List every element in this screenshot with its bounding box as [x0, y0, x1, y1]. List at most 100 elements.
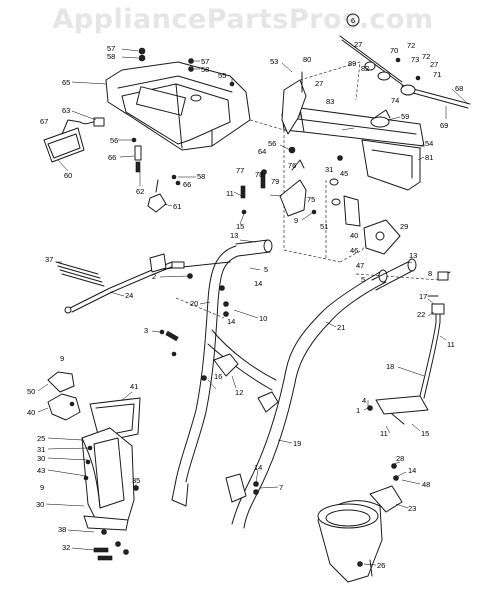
- callout-9: 9: [60, 354, 64, 363]
- control-cables: [55, 253, 231, 314]
- callout-77: 77: [236, 166, 244, 175]
- headlight: [43, 119, 85, 163]
- callout-89: 89: [348, 59, 356, 68]
- callout-56: 56: [268, 139, 276, 148]
- callout-5: 5: [361, 275, 365, 284]
- discharge-chute: [81, 427, 135, 531]
- callout-18: 18: [386, 362, 394, 371]
- callout-37: 37: [45, 255, 53, 264]
- callout-15: 15: [236, 222, 244, 231]
- callout-83: 83: [326, 97, 334, 106]
- callout-2: 2: [152, 272, 156, 281]
- callout-11: 11: [447, 340, 455, 349]
- callout-28: 28: [396, 454, 404, 463]
- callout-labels: 57 58 57 58 55 65 63 67 56 66 60 62 58 6…: [27, 16, 463, 570]
- lower-handle-left: [175, 239, 273, 483]
- control-panel-frame: [281, 71, 425, 191]
- callout-24: 24: [125, 291, 133, 300]
- callout-29: 29: [400, 222, 408, 231]
- callout-20: 20: [190, 299, 198, 308]
- callout-40: 40: [350, 231, 358, 240]
- callout-53: 53: [270, 57, 278, 66]
- callout-31: 31: [37, 445, 45, 454]
- callout-16: 16: [214, 372, 222, 381]
- chute-base: [317, 485, 403, 583]
- callout-11: 11: [380, 429, 388, 438]
- upper-handle-right: [371, 258, 451, 297]
- callout-8: 8: [428, 269, 432, 278]
- callout-75: 75: [307, 195, 315, 204]
- callout-55: 55: [218, 71, 226, 80]
- callout-68: 68: [455, 84, 463, 93]
- callout-27: 27: [315, 79, 323, 88]
- callout-66: 66: [183, 180, 191, 189]
- callout-51: 51: [320, 222, 328, 231]
- callout-57: 57: [201, 57, 209, 66]
- callout-4: 4: [362, 396, 366, 405]
- callout-27: 27: [354, 40, 362, 49]
- callout-19: 19: [293, 439, 301, 448]
- callout-76: 76: [288, 161, 296, 170]
- callout-23: 23: [408, 504, 416, 513]
- callout-50: 50: [27, 387, 35, 396]
- callout-21: 21: [337, 323, 345, 332]
- assembly-guide-lines: [175, 61, 441, 319]
- callout-6: 6: [351, 16, 355, 25]
- callout-3: 3: [144, 326, 148, 335]
- callout-17: 17: [419, 292, 427, 301]
- callout-30: 30: [36, 500, 44, 509]
- callout-59: 59: [401, 112, 409, 121]
- callout-25: 25: [37, 434, 45, 443]
- callout-11: 11: [226, 189, 234, 198]
- callout-48: 48: [422, 480, 430, 489]
- switch-and-harness: [79, 117, 167, 213]
- callout-57: 57: [107, 44, 115, 53]
- callout-58: 58: [107, 52, 115, 61]
- callout-80: 80: [303, 55, 311, 64]
- callout-9: 9: [294, 216, 298, 225]
- callout-14: 14: [254, 279, 262, 288]
- callout-46: 46: [350, 246, 358, 255]
- callout-14: 14: [254, 463, 262, 472]
- callout-47: 47: [356, 261, 364, 270]
- callout-15: 15: [421, 429, 429, 438]
- callout-63: 63: [62, 106, 70, 115]
- callout-58: 58: [201, 65, 209, 74]
- callout-38: 38: [58, 525, 66, 534]
- callout-56: 56: [110, 136, 118, 145]
- callout-32: 32: [62, 543, 70, 552]
- chute-deflector: [47, 371, 141, 443]
- callout-27: 27: [430, 60, 438, 69]
- chute-crank-rod: [339, 35, 471, 109]
- callout-72: 72: [422, 52, 430, 61]
- callout-81: 81: [425, 153, 433, 162]
- callout-41: 41: [130, 382, 138, 391]
- callout-60: 60: [64, 171, 72, 180]
- shift-rod: [375, 303, 445, 425]
- callout-13: 13: [409, 251, 417, 260]
- callout-64: 64: [258, 147, 266, 156]
- callout-82: 82: [361, 64, 369, 73]
- callout-22: 22: [417, 310, 425, 319]
- callout-26: 26: [377, 561, 385, 570]
- callout-65: 65: [62, 78, 70, 87]
- callout-43: 43: [37, 466, 45, 475]
- callout-35: 35: [132, 476, 140, 485]
- callout-9: 9: [40, 483, 44, 492]
- callout-14: 14: [408, 466, 416, 475]
- callout-5: 5: [264, 265, 268, 274]
- callout-45: 45: [340, 169, 348, 178]
- callout-70: 70: [390, 46, 398, 55]
- callout-73: 73: [411, 55, 419, 64]
- dashboard-cover: [105, 61, 251, 151]
- callout-62: 62: [136, 187, 144, 196]
- callout-6-circle: [346, 13, 360, 27]
- callout-78: 78: [255, 170, 263, 179]
- leader-lines: [37, 48, 469, 566]
- callout-14: 14: [227, 317, 235, 326]
- callout-67: 67: [40, 117, 48, 126]
- callout-10: 10: [259, 314, 267, 323]
- callout-30: 30: [37, 454, 45, 463]
- watermark: AppliancePartsPros.com: [52, 4, 434, 35]
